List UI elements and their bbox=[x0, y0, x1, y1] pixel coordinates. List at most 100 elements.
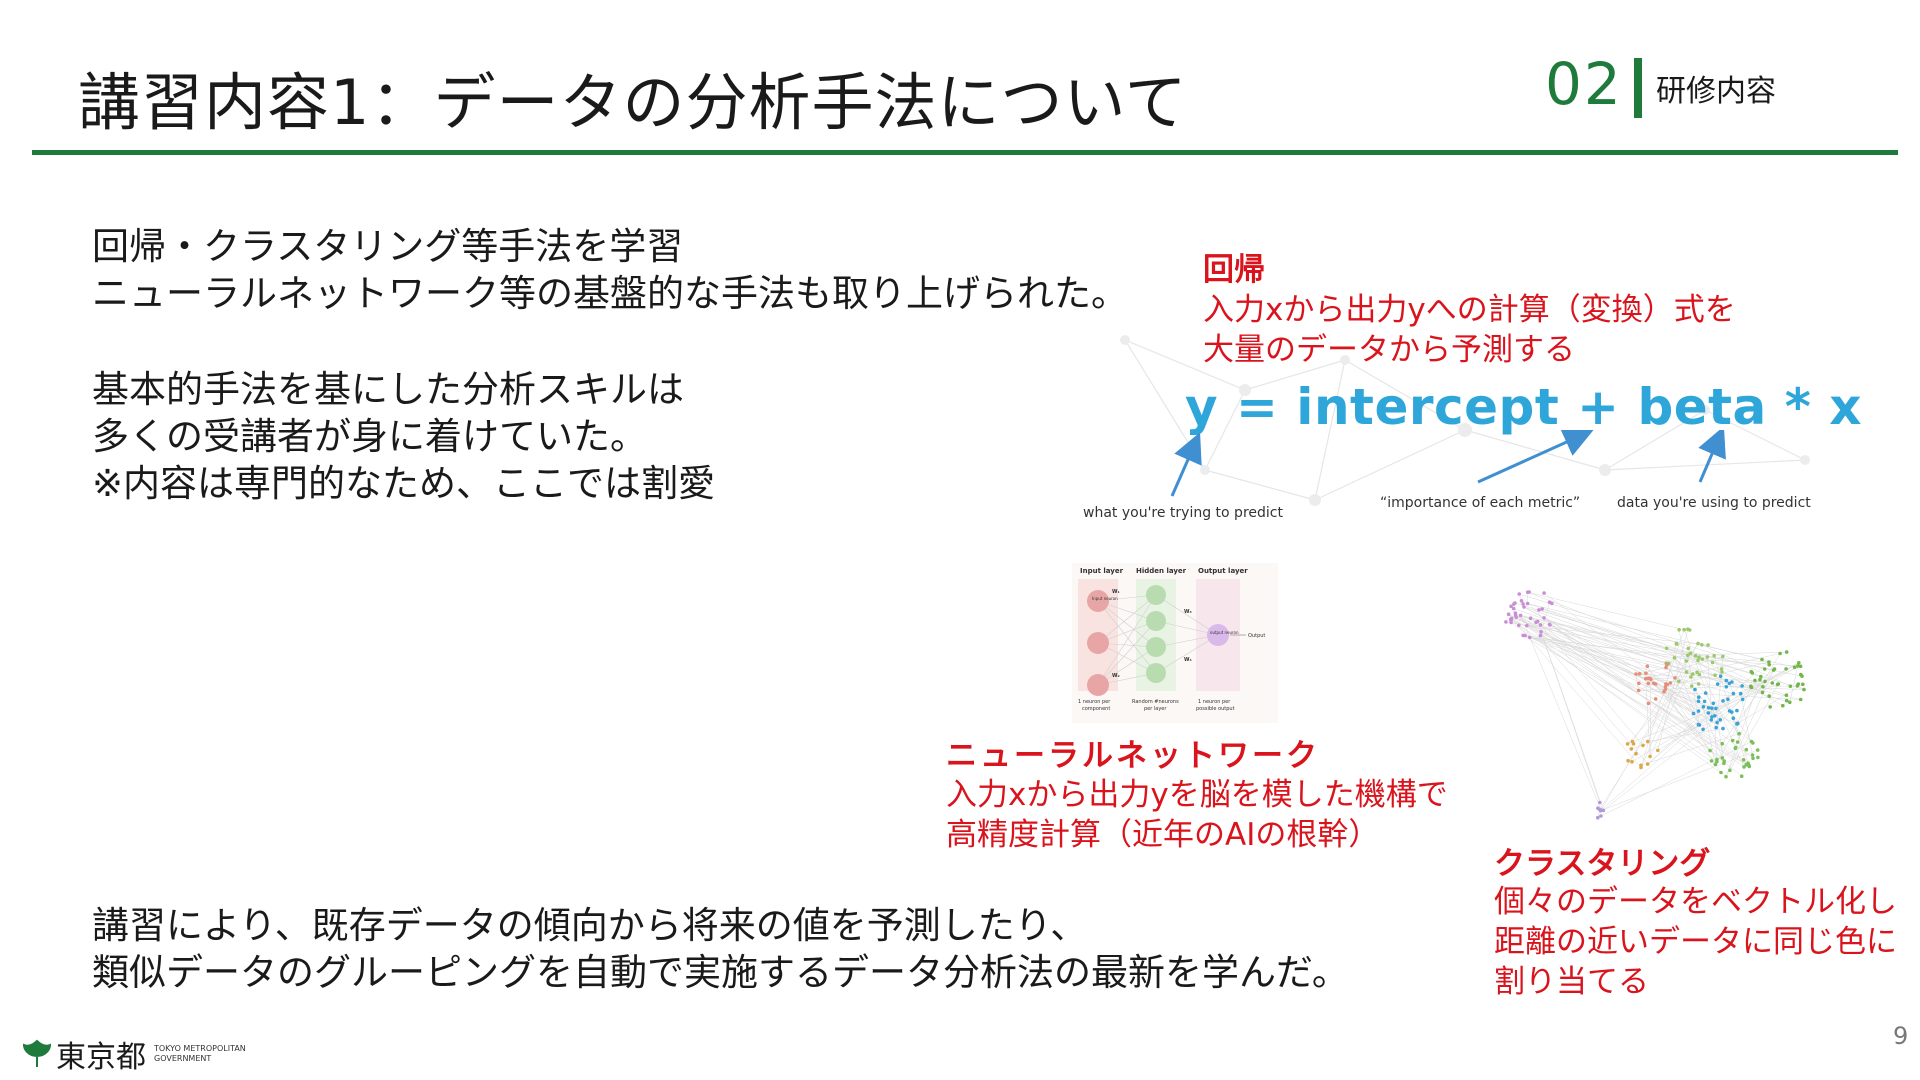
arrow-to-y bbox=[1170, 432, 1202, 497]
cluster-point bbox=[1753, 678, 1757, 683]
cluster-point bbox=[1712, 654, 1716, 658]
cluster-point bbox=[1715, 682, 1720, 686]
cluster-point bbox=[1735, 708, 1739, 713]
cluster-edge bbox=[1527, 591, 1700, 658]
cluster-point bbox=[1630, 739, 1635, 744]
cluster-edge bbox=[1665, 686, 1699, 712]
cluster-point bbox=[1511, 606, 1516, 611]
tokyo-metropolitan-logo: 東京都 TOKYO METROPOLITAN GOVERNMENT bbox=[22, 1032, 246, 1076]
cluster-point bbox=[1721, 699, 1725, 703]
cluster-point bbox=[1796, 682, 1801, 686]
annotation-importance: “importance of each metric” bbox=[1380, 495, 1581, 511]
cluster-edge bbox=[1600, 643, 1699, 811]
cluster-point bbox=[1713, 762, 1718, 767]
ginkgo-icon bbox=[22, 1039, 52, 1067]
cluster-edge bbox=[1549, 624, 1639, 691]
cluster-point bbox=[1673, 676, 1677, 680]
cluster-edge bbox=[1725, 669, 1774, 777]
cluster-point bbox=[1721, 654, 1725, 659]
cluster-point bbox=[1693, 654, 1698, 658]
cluster-point bbox=[1767, 694, 1771, 698]
cluster-point bbox=[1767, 660, 1771, 664]
cluster-edge bbox=[1674, 677, 1721, 720]
neural-network-line: 高精度計算（近年のAIの根幹） bbox=[946, 817, 1380, 853]
cluster-point bbox=[1538, 633, 1543, 638]
cluster-point bbox=[1697, 655, 1701, 660]
cluster-edge bbox=[1540, 631, 1601, 803]
cluster-point bbox=[1744, 747, 1749, 752]
hidden-caption: Random #neurons bbox=[1132, 699, 1179, 705]
logo-text-en: TOKYO METROPOLITAN GOVERNMENT bbox=[154, 1044, 246, 1064]
cluster-point bbox=[1799, 672, 1803, 677]
cluster-point bbox=[1637, 681, 1641, 686]
cluster-edge bbox=[1737, 684, 1803, 724]
cluster-edge bbox=[1520, 615, 1648, 765]
cluster-edge bbox=[1527, 603, 1763, 660]
cluster-point bbox=[1755, 748, 1760, 752]
clustering-line: 割り当てる bbox=[1494, 964, 1649, 1000]
cluster-point bbox=[1644, 671, 1648, 675]
cluster-point bbox=[1726, 697, 1730, 702]
cluster-point bbox=[1504, 620, 1508, 624]
cluster-point bbox=[1599, 814, 1603, 818]
cluster-edge bbox=[1527, 603, 1667, 649]
cluster-point bbox=[1739, 774, 1744, 778]
cluster-point bbox=[1781, 703, 1785, 708]
logo-text-ja: 東京都 bbox=[56, 1040, 146, 1075]
cluster-point bbox=[1677, 679, 1681, 684]
cluster-point bbox=[1788, 700, 1792, 705]
cluster-point bbox=[1697, 723, 1702, 727]
cluster-edge bbox=[1549, 624, 1699, 712]
annotation-data: data you're using to predict bbox=[1617, 495, 1811, 511]
cluster-point bbox=[1701, 727, 1705, 732]
cluster-point bbox=[1637, 672, 1642, 676]
regression-description: 入力xから出力yへの計算（変換）式を 大量のデータから予測する bbox=[1203, 290, 1736, 370]
cluster-point bbox=[1596, 806, 1600, 810]
summary-text: 講習により、既存データの傾向から将来の値を予測したり、 類似データのグルーピング… bbox=[92, 902, 1349, 996]
cluster-point bbox=[1747, 763, 1751, 768]
cluster-point bbox=[1802, 687, 1806, 692]
cluster-edge bbox=[1523, 635, 1801, 700]
network-background-graphic bbox=[1120, 335, 1810, 506]
cluster-point bbox=[1713, 714, 1717, 718]
cluster-point bbox=[1626, 758, 1630, 763]
cluster-edge bbox=[1701, 644, 1795, 668]
cluster-edge bbox=[1683, 629, 1716, 716]
cluster-point bbox=[1719, 667, 1724, 671]
cluster-point bbox=[1523, 633, 1527, 638]
weight-label: W₃ bbox=[1184, 609, 1192, 615]
cluster-edge bbox=[1511, 618, 1669, 664]
intro-line: ニューラルネットワーク等の基盤的な手法も取り上げられた。 bbox=[92, 272, 1128, 315]
cluster-edge bbox=[1715, 708, 1725, 764]
neural-network-diagram: Input layer Hidden layer Output layer In… bbox=[1072, 563, 1278, 723]
cluster-edge bbox=[1510, 622, 1716, 765]
cluster-point bbox=[1742, 765, 1746, 769]
cluster-point bbox=[1537, 608, 1541, 612]
cluster-point bbox=[1677, 628, 1681, 632]
skill-line: ※内容は専門的なため、ここでは割愛 bbox=[92, 462, 716, 505]
cluster-edge bbox=[1716, 676, 1761, 728]
cluster-point bbox=[1506, 612, 1511, 616]
cluster-point bbox=[1691, 672, 1695, 676]
weight-label: W₁ bbox=[1112, 589, 1120, 595]
cluster-edge bbox=[1674, 657, 1798, 667]
cluster-edge bbox=[1647, 707, 1709, 765]
cluster-point bbox=[1724, 774, 1728, 779]
cluster-edge bbox=[1510, 619, 1654, 684]
cluster-point bbox=[1696, 682, 1701, 686]
cluster-edge bbox=[1520, 615, 1774, 671]
cluster-point bbox=[1768, 705, 1772, 709]
cluster-point bbox=[1731, 716, 1736, 720]
cluster-edge bbox=[1640, 733, 1740, 766]
cluster-point bbox=[1715, 720, 1719, 725]
cluster-edge bbox=[1729, 683, 1734, 694]
cluster-edge bbox=[1529, 637, 1703, 660]
cluster-edge bbox=[1600, 693, 1734, 811]
cluster-point bbox=[1709, 718, 1714, 722]
cluster-point bbox=[1629, 747, 1634, 751]
cluster-edge bbox=[1635, 673, 1766, 682]
cluster-point bbox=[1700, 643, 1704, 647]
cluster-point bbox=[1664, 665, 1668, 670]
output-layer-label: Output layer bbox=[1198, 567, 1248, 575]
skill-line: 基本的手法を基にした分析スキルは bbox=[92, 368, 684, 411]
